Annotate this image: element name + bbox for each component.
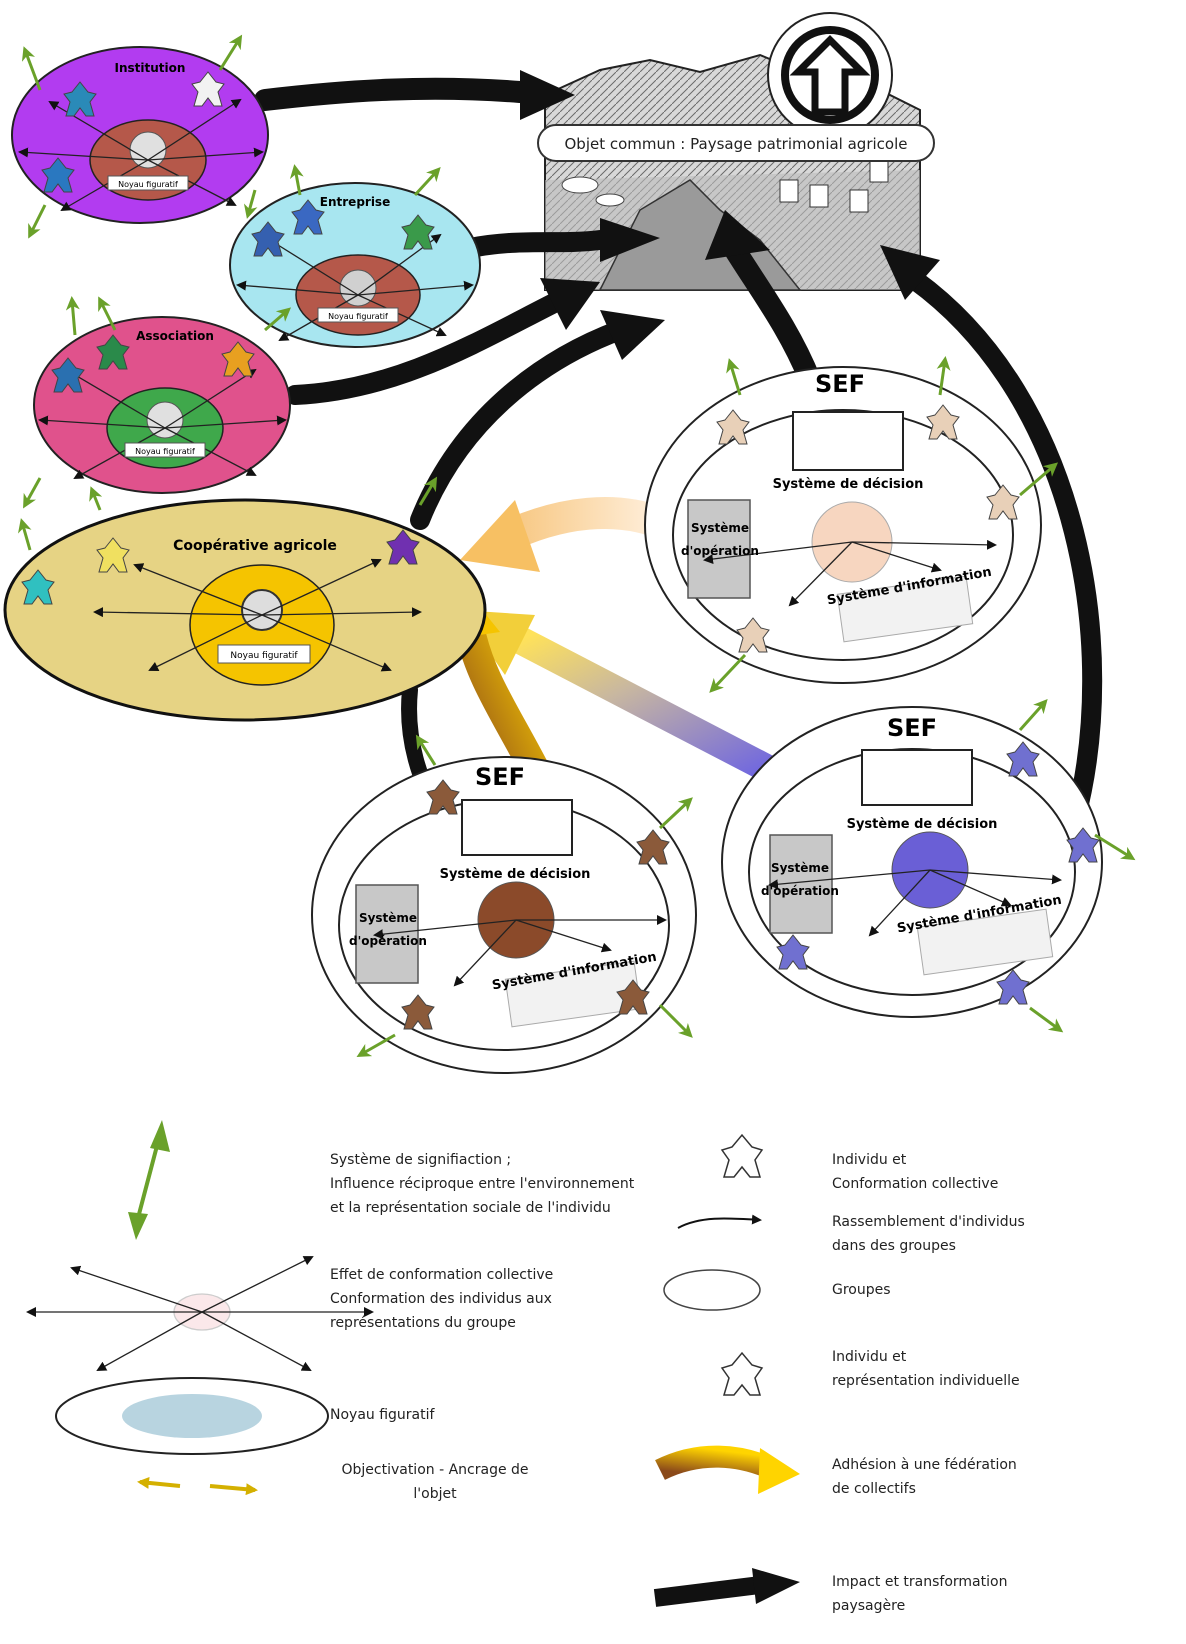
- sef-3-title: SEF: [887, 714, 937, 742]
- legend-impact-text: Impact et transformation paysagère: [832, 1574, 1008, 1614]
- sef-1-decision: Système de décision: [773, 477, 924, 492]
- legend-individu-collective-symbol: [720, 1133, 764, 1178]
- legend-signification-text: Système de signifiaction ; Influence réc…: [330, 1152, 635, 1216]
- entreprise-title: Entreprise: [320, 195, 390, 209]
- sef-1-operation-2: d'opération: [681, 544, 759, 558]
- legend-objectivation-text: Objectivation - Ancrage de l'objet: [341, 1462, 529, 1502]
- sef-2-operation-1: Système: [359, 911, 417, 925]
- legend-impact-symbol: [653, 1568, 800, 1607]
- cooperative-core-label: Noyau figuratif: [230, 651, 298, 661]
- institution-core-label: Noyau figuratif: [118, 180, 178, 189]
- signification-arrows: [18, 34, 1136, 1057]
- sef-2-title: SEF: [475, 763, 525, 791]
- legend-adhesion-text: Adhésion à une fédération de collectifs: [832, 1457, 1017, 1497]
- entreprise-core-label: Noyau figuratif: [328, 312, 388, 321]
- landscape-label: Objet commun : Paysage patrimonial agric…: [565, 135, 908, 153]
- group-institution: Noyau figuratif Institution: [11, 46, 269, 224]
- sef-3-operation-1: Système: [771, 861, 829, 875]
- sef-2: SEF Système de décision Système d'opérat…: [311, 756, 697, 1074]
- sef-1-title: SEF: [815, 370, 865, 398]
- legend-individu-collective-text: Individu et Conformation collective: [832, 1152, 999, 1192]
- legend-individu-individuelle-symbol: [720, 1351, 764, 1396]
- legend-signification-symbol: [128, 1120, 170, 1240]
- legend-objectivation-symbol: [137, 1476, 258, 1496]
- institution-title: Institution: [115, 61, 186, 75]
- sef-2-decision: Système de décision: [440, 867, 591, 882]
- legend-conformation-text: Effet de conformation collective Conform…: [330, 1267, 554, 1331]
- sef-3-operation-2: d'opération: [761, 884, 839, 898]
- group-association: Noyau figuratif Association: [33, 316, 291, 494]
- legend-individu-individuelle-text: Individu et représentation individuelle: [832, 1349, 1020, 1389]
- sef-2-operation-2: d'opération: [349, 934, 427, 948]
- unesco-logo: [767, 12, 893, 138]
- legend-noyau-symbol: [55, 1377, 329, 1455]
- legend-groupes-text: Groupes: [832, 1282, 891, 1298]
- legend-conformation-symbol: [26, 1256, 374, 1371]
- sef-1: SEF Système de décision Système d'opérat…: [644, 366, 1042, 684]
- sef-3-decision: Système de décision: [847, 817, 998, 832]
- legend-rassemblement-text: Rassemblement d'individus dans des group…: [832, 1214, 1025, 1254]
- legend-adhesion-symbol: [655, 1445, 800, 1494]
- legend: [26, 1120, 800, 1607]
- legend-groupes-symbol: [663, 1269, 761, 1311]
- group-cooperative: Noyau figuratif Coopérative agricole: [3, 498, 487, 722]
- individual-figures: [21, 71, 1100, 1030]
- legend-noyau-text: Noyau figuratif: [330, 1407, 435, 1423]
- association-title: Association: [136, 329, 214, 343]
- landscape-label-box: Objet commun : Paysage patrimonial agric…: [537, 124, 935, 162]
- cooperative-title: Coopérative agricole: [173, 538, 337, 554]
- association-core-label: Noyau figuratif: [135, 447, 195, 456]
- legend-rassemblement-symbol: [677, 1214, 762, 1229]
- sef-3: SEF Système de décision Système d'opérat…: [721, 706, 1103, 1018]
- group-entreprise: Noyau figuratif Entreprise: [229, 182, 481, 348]
- sef-1-operation-1: Système: [691, 521, 749, 535]
